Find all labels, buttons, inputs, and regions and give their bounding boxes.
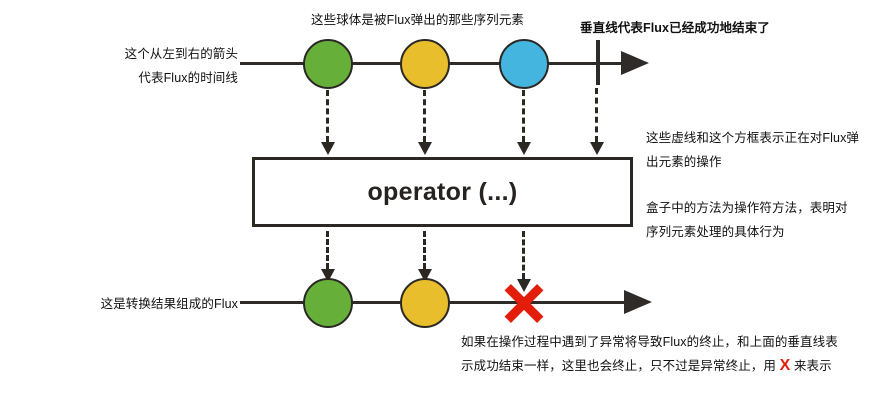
connector-out-2 (418, 231, 432, 283)
result-marble-green[interactable] (303, 278, 353, 328)
annotation-marbles: 这些球体是被Flux弹出的那些序列元素 (311, 13, 525, 27)
source-marble-green[interactable] (303, 39, 353, 89)
operator-box-label: operator (...) (367, 177, 518, 206)
connector-in-1 (321, 90, 335, 156)
annotation-source-timeline-line1: 这个从左到右的箭头 (124, 47, 238, 61)
result-error-x-icon[interactable] (502, 281, 546, 325)
result-marble-yellow[interactable] (400, 278, 450, 328)
annotation-source-timeline-line2: 代表Flux的时间线 (138, 71, 238, 85)
connector-in-2 (418, 90, 432, 156)
annotation-error-termination-line2: 示成功结束一样，这里也会终止，只不过是异常终止，用 X 来表示 (461, 354, 838, 378)
annotation-result-flux: 这是转换结果组成的Flux (100, 297, 238, 311)
annotation-complete-bar: 垂直线代表Flux已经成功地结束了 (580, 21, 770, 35)
annotation-error-termination: 如果在操作过程中遇到了异常将导致Flux的终止，和上面的垂直线表 示成功结束一样… (461, 330, 838, 378)
connector-in-3 (517, 90, 531, 156)
annotation-error-termination-line1: 如果在操作过程中遇到了异常将导致Flux的终止，和上面的垂直线表 (461, 335, 838, 349)
source-marble-blue[interactable] (499, 39, 549, 89)
annotation-error-termination-line2-post: 来表示 (793, 359, 832, 373)
operator-box[interactable]: operator (...) (252, 157, 633, 227)
annotation-operator-box: 这些虚线和这个方框表示正在对Flux弹 出元素的操作 (646, 126, 859, 174)
connector-in-4 (590, 88, 604, 156)
annotation-operator-method-line2: 序列元素处理的具体行为 (646, 225, 785, 239)
connector-out-3 (517, 231, 531, 293)
annotation-error-x-glyph: X (779, 357, 791, 374)
annotation-error-termination-line2-pre: 示成功结束一样，这里也会终止，只不过是异常终止，用 (461, 359, 777, 373)
connector-out-1 (321, 231, 335, 283)
annotation-source-timeline: 这个从左到右的箭头 代表Flux的时间线 (48, 42, 238, 90)
annotation-operator-box-line2: 出元素的操作 (646, 155, 722, 169)
annotation-operator-box-line1: 这些虚线和这个方框表示正在对Flux弹 (646, 131, 860, 145)
annotation-operator-method-line1: 盒子中的方法为操作符方法，表明对 (646, 201, 848, 215)
result-timeline-arrowhead (624, 290, 652, 314)
source-timeline-arrowhead (621, 51, 649, 75)
source-complete-bar (596, 40, 600, 85)
source-marble-yellow[interactable] (400, 39, 450, 89)
annotation-operator-method: 盒子中的方法为操作符方法，表明对 序列元素处理的具体行为 (646, 196, 848, 244)
